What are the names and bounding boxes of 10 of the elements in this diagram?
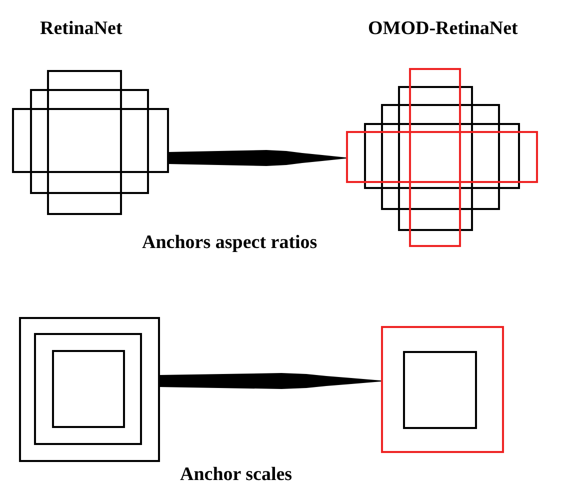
anchor-boxes-drawing [12,70,169,215]
anchor-boxes-drawing [19,317,160,462]
caption-text: RetinaNet [40,17,122,41]
arrow [169,150,346,166]
anchor-boxes-drawing [381,326,504,453]
caption-text: Anchors aspect ratios [142,231,318,255]
caption-text: OMOD-RetinaNet [368,17,518,41]
arrow [160,373,381,389]
anchor-boxes-drawing [346,68,538,247]
caption-text: Anchor scales [180,463,292,484]
